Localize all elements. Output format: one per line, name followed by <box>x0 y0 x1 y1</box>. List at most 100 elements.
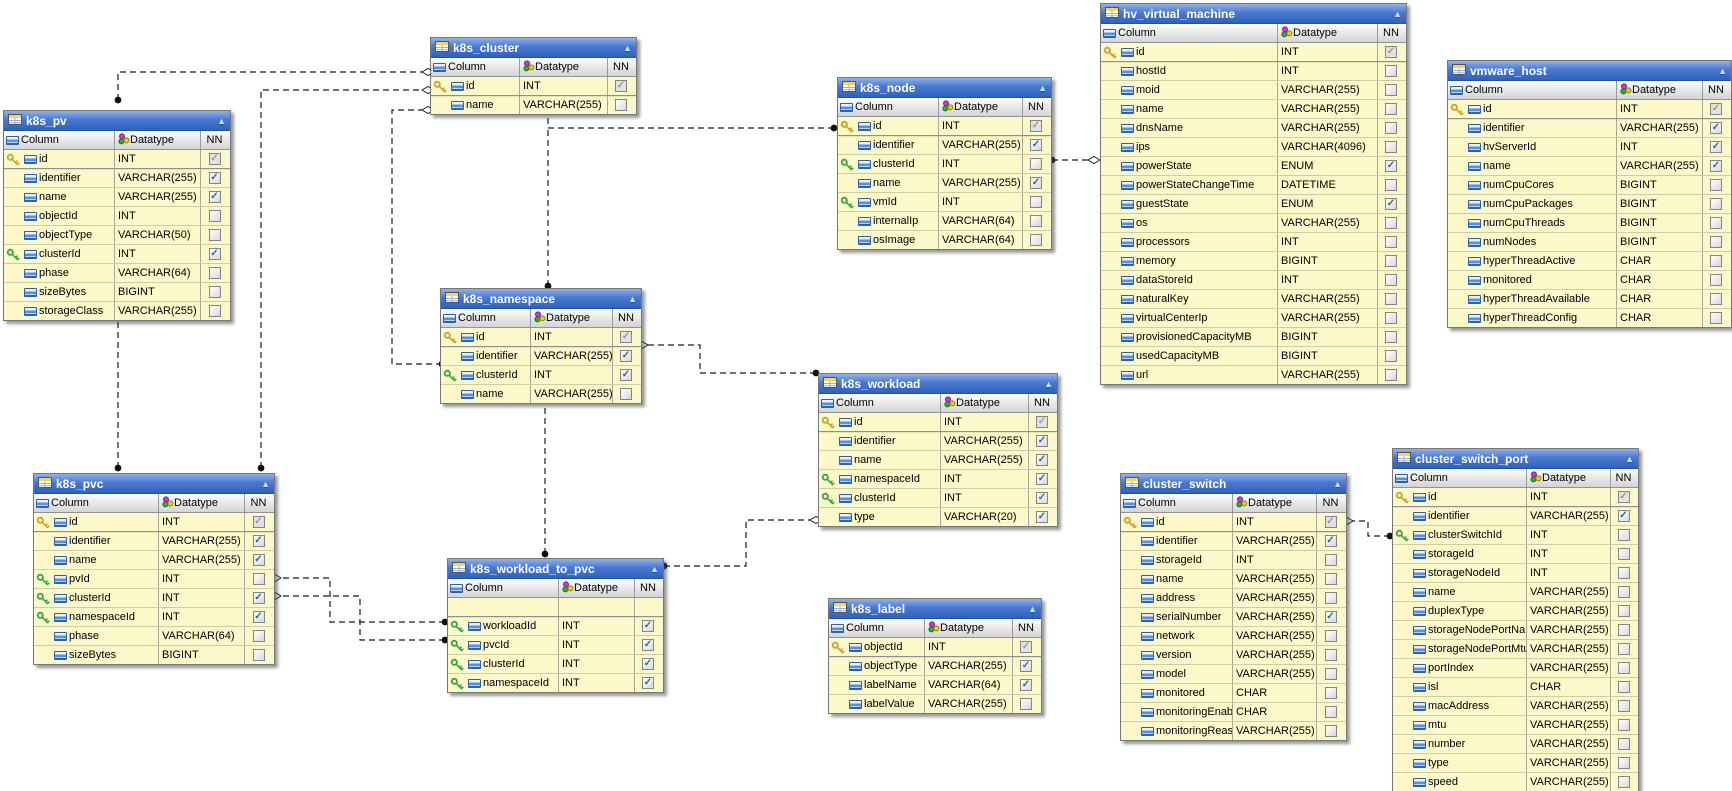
notnull-checkbox[interactable] <box>1385 84 1397 96</box>
notnull-checkbox[interactable] <box>1710 198 1722 210</box>
notnull-checkbox[interactable]: ✓ <box>620 350 632 362</box>
notnull-checkbox[interactable] <box>1030 158 1042 170</box>
notnull-checkbox[interactable] <box>1385 236 1397 248</box>
notnull-checkbox[interactable] <box>1617 662 1630 674</box>
notnull-checkbox[interactable]: ✓ <box>1036 492 1048 504</box>
notnull-checkbox[interactable] <box>1324 573 1337 585</box>
notnull-checkbox[interactable]: ✓ <box>252 535 265 547</box>
notnull-checkbox[interactable] <box>1385 103 1397 115</box>
notnull-checkbox[interactable] <box>1617 681 1630 693</box>
notnull-checkbox[interactable] <box>208 210 221 222</box>
notnull-checkbox[interactable]: ✓ <box>208 153 221 165</box>
table-header[interactable]: hv_virtual_machine▲ <box>1101 4 1406 24</box>
notnull-checkbox[interactable]: ✓ <box>208 248 221 260</box>
notnull-checkbox[interactable]: ✓ <box>1710 122 1722 134</box>
relationship-line[interactable] <box>547 111 834 129</box>
notnull-checkbox[interactable]: ✓ <box>208 191 221 203</box>
notnull-checkbox[interactable]: ✓ <box>252 516 265 528</box>
collapse-icon[interactable]: ▲ <box>650 563 659 574</box>
notnull-checkbox[interactable] <box>1710 293 1722 305</box>
notnull-checkbox[interactable] <box>208 229 221 241</box>
table-header[interactable]: k8s_namespace▲ <box>441 289 641 309</box>
notnull-checkbox[interactable]: ✓ <box>1617 510 1630 522</box>
column-row[interactable]: storageNodePortNameVARCHAR(255) <box>1393 621 1638 640</box>
notnull-checkbox[interactable] <box>208 305 221 317</box>
notnull-checkbox[interactable]: ✓ <box>1385 46 1397 58</box>
notnull-checkbox[interactable]: ✓ <box>252 611 265 623</box>
table-header[interactable]: k8s_pvc▲ <box>34 474 274 494</box>
table-header[interactable]: k8s_cluster▲ <box>431 38 636 58</box>
notnull-checkbox[interactable] <box>1617 776 1630 788</box>
notnull-checkbox[interactable] <box>1617 567 1630 579</box>
notnull-checkbox[interactable] <box>1710 274 1722 286</box>
notnull-checkbox[interactable] <box>1385 122 1397 134</box>
collapse-icon[interactable]: ▲ <box>1028 603 1037 614</box>
notnull-checkbox[interactable]: ✓ <box>642 677 654 689</box>
notnull-checkbox[interactable]: ✓ <box>1710 141 1722 153</box>
notnull-checkbox[interactable]: ✓ <box>1036 435 1048 447</box>
notnull-checkbox[interactable] <box>1617 586 1630 598</box>
notnull-checkbox[interactable] <box>1385 274 1397 286</box>
notnull-checkbox[interactable] <box>1385 65 1397 77</box>
notnull-checkbox[interactable] <box>1324 554 1337 566</box>
relationship-line[interactable] <box>275 595 445 641</box>
notnull-checkbox[interactable]: ✓ <box>1324 516 1337 528</box>
column-row[interactable]: monitoringEnabledCHAR <box>1121 703 1346 722</box>
notnull-checkbox[interactable]: ✓ <box>1020 641 1032 653</box>
notnull-checkbox[interactable] <box>1385 331 1397 343</box>
notnull-checkbox[interactable]: ✓ <box>642 658 654 670</box>
notnull-checkbox[interactable] <box>1385 141 1397 153</box>
notnull-checkbox[interactable] <box>1617 738 1630 750</box>
collapse-icon[interactable]: ▲ <box>1038 82 1047 93</box>
notnull-checkbox[interactable]: ✓ <box>1030 177 1042 189</box>
relationship-line[interactable] <box>664 519 816 567</box>
notnull-checkbox[interactable]: ✓ <box>615 80 627 92</box>
table-header[interactable]: cluster_switch▲ <box>1121 474 1346 494</box>
notnull-checkbox[interactable] <box>1030 234 1042 246</box>
notnull-checkbox[interactable] <box>1385 293 1397 305</box>
notnull-checkbox[interactable] <box>1385 255 1397 267</box>
notnull-checkbox[interactable] <box>1030 196 1042 208</box>
notnull-checkbox[interactable] <box>1385 369 1397 381</box>
notnull-checkbox[interactable]: ✓ <box>1036 473 1048 485</box>
relationship-line[interactable] <box>260 89 428 468</box>
relationship-line[interactable] <box>117 71 428 100</box>
notnull-checkbox[interactable]: ✓ <box>620 369 632 381</box>
